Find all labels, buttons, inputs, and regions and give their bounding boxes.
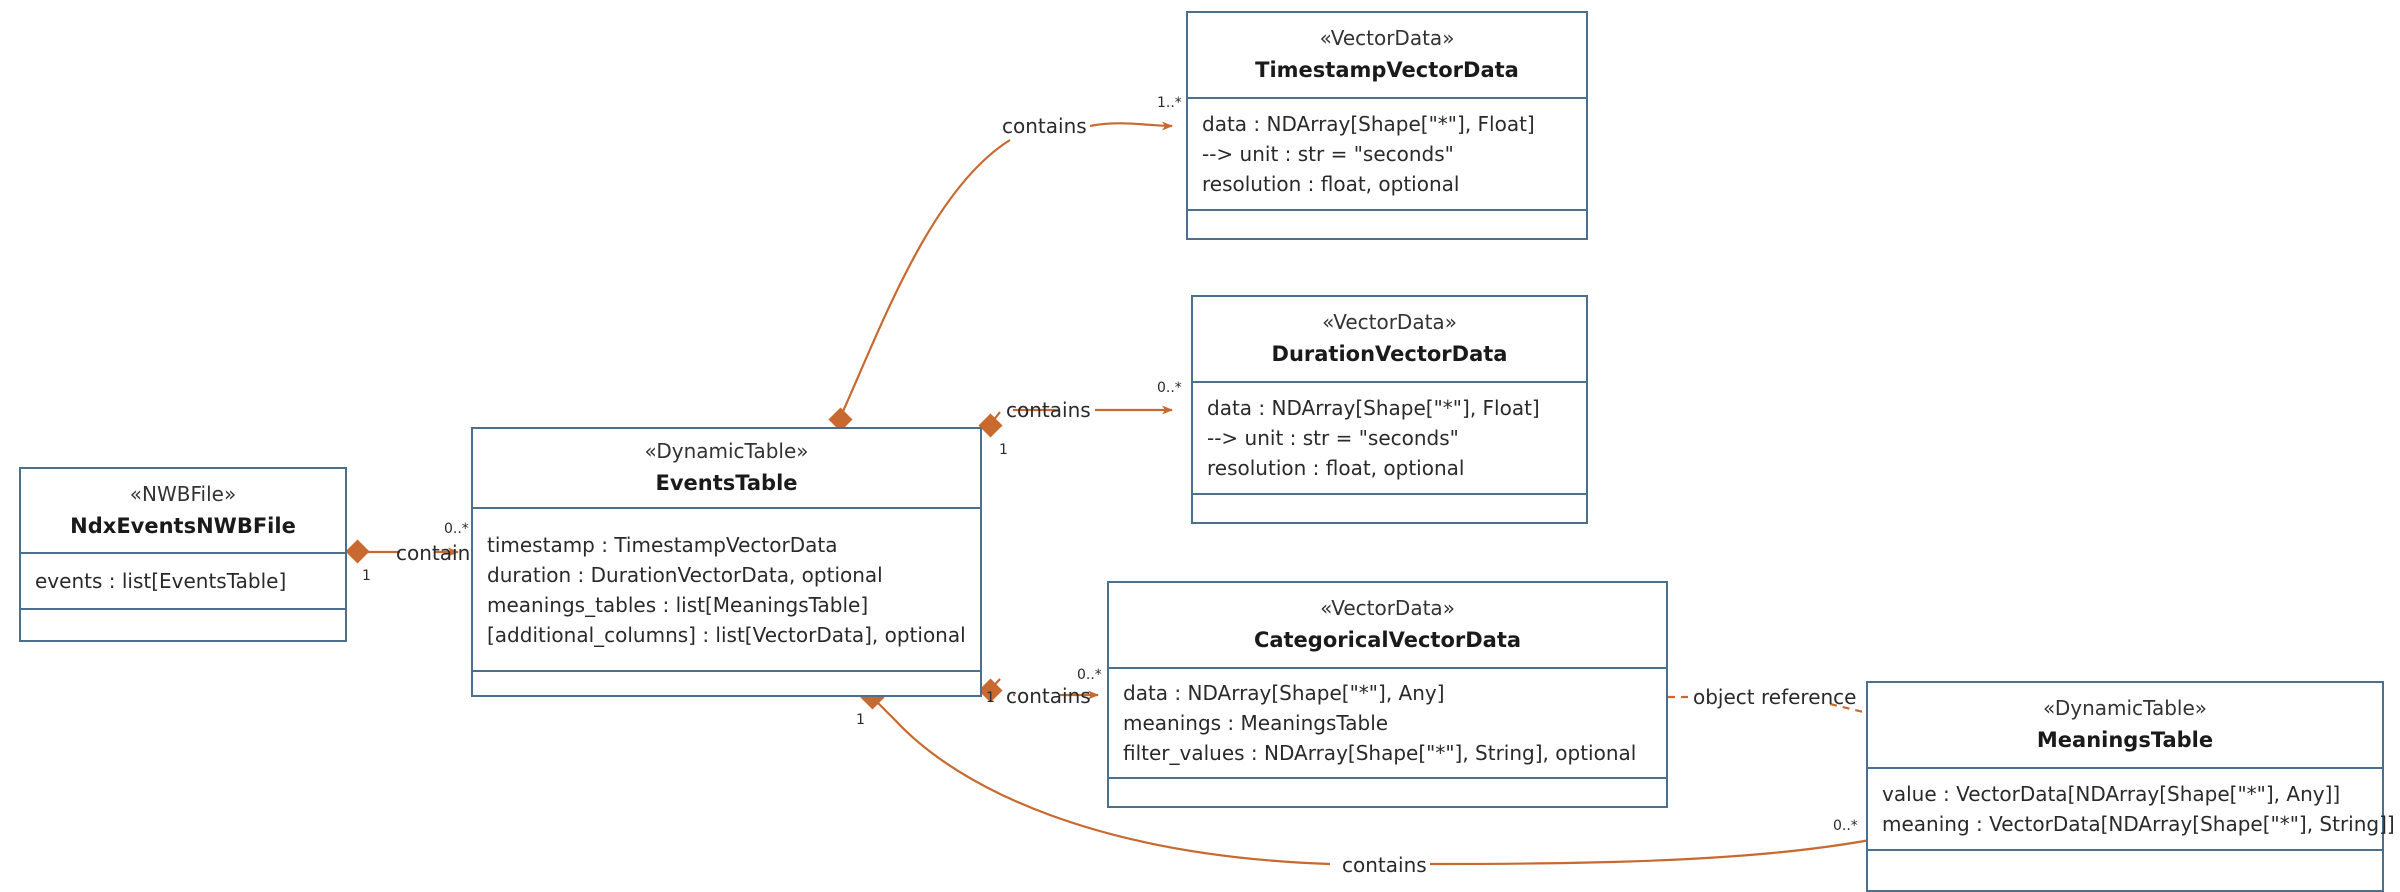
mult-target-eventstable-contains-meaningstable: 0..* — [1833, 818, 1858, 834]
class-attributes-events-table: timestamp : TimestampVectorData duration… — [473, 509, 980, 672]
class-name: TimestampVectorData — [1255, 58, 1519, 83]
attribute-row: duration : DurationVectorData, optional — [487, 562, 883, 587]
class-stereotype: «VectorData» — [1322, 310, 1457, 335]
edge-label-eventstable-contains-meaningstable: contains — [1342, 853, 1427, 877]
mult-target-eventstable-contains-timestamp: 1..* — [1157, 95, 1182, 111]
class-name: CategoricalVectorData — [1253, 628, 1522, 653]
class-stereotype: «DynamicTable» — [644, 439, 809, 464]
attribute-row: --> unit : str = "seconds" — [1207, 426, 1459, 450]
class-methods-timestamp-vector-data — [1188, 211, 1586, 238]
edge-label-eventstable-contains-timestamp: contains — [1002, 114, 1087, 138]
mult-source-eventstable-contains-categorical: 1 — [986, 690, 995, 706]
class-attributes-categorical-vector-data: data : NDArray[Shape["*"], Any] meanings… — [1109, 669, 1666, 779]
class-box-categorical-vector-data[interactable]: «VectorData» CategoricalVectorData data … — [1107, 581, 1668, 808]
attribute-row: timestamp : TimestampVectorData — [487, 532, 838, 557]
class-name: NdxEventsNWBFile — [70, 513, 296, 538]
class-name: DurationVectorData — [1271, 342, 1508, 367]
class-box-timestamp-vector-data[interactable]: «VectorData» TimestampVectorData data : … — [1186, 11, 1588, 240]
class-attributes-ndx-events-nwbfile: events : list[EventsTable] — [21, 554, 345, 610]
mult-source-eventstable-contains-meaningstable: 1 — [856, 712, 865, 728]
class-methods-duration-vector-data — [1193, 495, 1586, 522]
attribute-row: data : NDArray[Shape["*"], Any] — [1123, 681, 1445, 705]
class-box-meanings-table[interactable]: «DynamicTable» MeaningsTable value : Vec… — [1866, 681, 2395, 892]
class-stereotype: «DynamicTable» — [2042, 696, 2208, 721]
class-header-events-table: «DynamicTable» EventsTable — [473, 429, 980, 509]
attribute-row: resolution : float, optional — [1207, 456, 1465, 480]
class-stereotype: «NWBFile» — [129, 481, 237, 506]
class-methods-meanings-table — [1868, 851, 2382, 890]
class-header-meanings-table: «DynamicTable» MeaningsTable — [1868, 683, 2382, 769]
class-methods-categorical-vector-data — [1109, 779, 1666, 806]
class-box-ndx-events-nwbfile[interactable]: «NWBFile» NdxEventsNWBFile events : list… — [19, 467, 347, 642]
class-methods-events-table — [473, 672, 980, 695]
class-header-categorical-vector-data: «VectorData» CategoricalVectorData — [1109, 583, 1666, 669]
attribute-row: filter_values : NDArray[Shape["*"], Stri… — [1123, 741, 1637, 765]
class-attributes-duration-vector-data: data : NDArray[Shape["*"], Float] --> un… — [1193, 383, 1586, 495]
composition-diamond-duration — [978, 413, 1003, 438]
class-header-duration-vector-data: «VectorData» DurationVectorData — [1193, 297, 1586, 383]
composition-diamond-nwbfile — [345, 539, 370, 564]
attribute-row: [additional_columns] : list[VectorData],… — [487, 622, 966, 647]
class-header-timestamp-vector-data: «VectorData» TimestampVectorData — [1188, 13, 1586, 99]
class-box-events-table[interactable]: «DynamicTable» EventsTable timestamp : T… — [471, 427, 982, 697]
class-header-ndx-events-nwbfile: «NWBFile» NdxEventsNWBFile — [21, 469, 345, 554]
attribute-row: meanings_tables : list[MeaningsTable] — [487, 592, 869, 617]
class-name: MeaningsTable — [2036, 728, 2214, 753]
attribute-row: value : VectorData[NDArray[Shape["*"], A… — [1882, 782, 2341, 806]
edge-label-categorical-refs-meaningstable: object reference — [1693, 685, 1857, 709]
edge-label-eventstable-contains-categorical: contains — [1006, 684, 1091, 708]
attribute-row: data : NDArray[Shape["*"], Float] — [1202, 112, 1535, 136]
mult-source-eventstable-contains-duration: 1 — [999, 442, 1008, 458]
attribute-row: --> unit : str = "seconds" — [1202, 142, 1454, 166]
mult-source-nwbfile-contains-eventstable: 1 — [362, 568, 371, 584]
mult-target-nwbfile-contains-eventstable: 0..* — [444, 521, 469, 537]
attribute-row: meanings : MeaningsTable — [1123, 711, 1389, 735]
class-methods-ndx-events-nwbfile — [21, 610, 345, 640]
class-name: EventsTable — [655, 471, 798, 496]
class-box-duration-vector-data[interactable]: «VectorData» DurationVectorData data : N… — [1191, 295, 1588, 524]
class-attributes-meanings-table: value : VectorData[NDArray[Shape["*"], A… — [1868, 769, 2395, 851]
edge-label-eventstable-contains-duration: contains — [1006, 398, 1091, 422]
edge-eventstable-contains-timestamp — [838, 121, 1173, 419]
mult-target-eventstable-contains-duration: 0..* — [1157, 380, 1182, 396]
class-stereotype: «VectorData» — [1319, 26, 1455, 51]
mult-target-eventstable-contains-categorical: 0..* — [1077, 667, 1102, 683]
attribute-row: events : list[EventsTable] — [35, 569, 287, 593]
class-stereotype: «VectorData» — [1320, 596, 1455, 621]
attribute-row: resolution : float, optional — [1202, 172, 1460, 196]
class-attributes-timestamp-vector-data: data : NDArray[Shape["*"], Float] --> un… — [1188, 99, 1586, 211]
attribute-row: meaning : VectorData[NDArray[Shape["*"],… — [1882, 812, 2395, 836]
attribute-row: data : NDArray[Shape["*"], Float] — [1207, 396, 1540, 420]
edge-label-nwbfile-contains-eventstable: contains — [396, 541, 481, 565]
